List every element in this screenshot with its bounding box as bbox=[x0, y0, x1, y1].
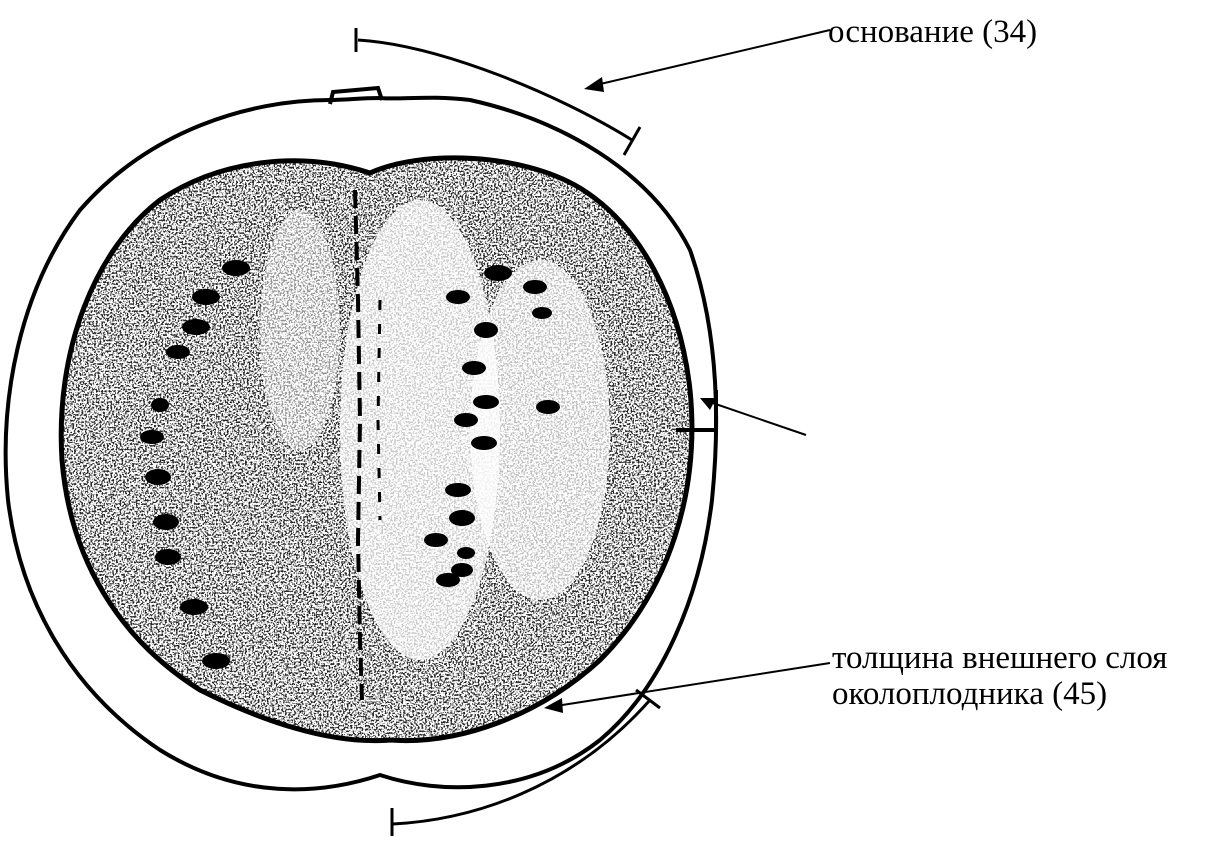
seed bbox=[462, 361, 486, 375]
seed bbox=[145, 469, 171, 485]
base-bracket-end-right bbox=[624, 127, 640, 155]
seed bbox=[474, 322, 498, 338]
seed bbox=[436, 573, 460, 587]
seed bbox=[473, 395, 499, 409]
seed bbox=[424, 533, 448, 547]
label-pericarp-line1: толщина внешнего слоя bbox=[832, 640, 1167, 676]
pericarp-thickness-arrow bbox=[704, 400, 806, 435]
seed bbox=[532, 307, 552, 319]
seed bbox=[484, 265, 512, 281]
flesh-texture bbox=[40, 140, 740, 760]
seed bbox=[140, 430, 164, 444]
pericarp-arrow-line bbox=[556, 663, 830, 706]
seed bbox=[180, 599, 208, 615]
seed bbox=[151, 398, 169, 412]
seed bbox=[202, 653, 230, 669]
seed bbox=[192, 289, 220, 305]
seed bbox=[153, 514, 179, 530]
seed bbox=[155, 549, 181, 565]
seed bbox=[222, 260, 250, 276]
seed bbox=[449, 510, 475, 526]
label-pericarp-thickness: толщина внешнего слоя околоплодника (45) bbox=[832, 640, 1167, 713]
seed bbox=[471, 436, 497, 450]
seed bbox=[454, 413, 478, 427]
label-pericarp-line2: околоплодника (45) bbox=[832, 676, 1167, 712]
label-base: основание (34) bbox=[828, 14, 1037, 50]
seed bbox=[445, 483, 471, 497]
seed bbox=[166, 345, 190, 359]
seed bbox=[446, 290, 470, 304]
seed bbox=[523, 280, 547, 294]
seed bbox=[536, 400, 560, 414]
base-arrowhead bbox=[584, 77, 604, 92]
seed bbox=[457, 547, 475, 559]
base-arrow-line bbox=[596, 30, 830, 85]
seed bbox=[182, 319, 210, 335]
